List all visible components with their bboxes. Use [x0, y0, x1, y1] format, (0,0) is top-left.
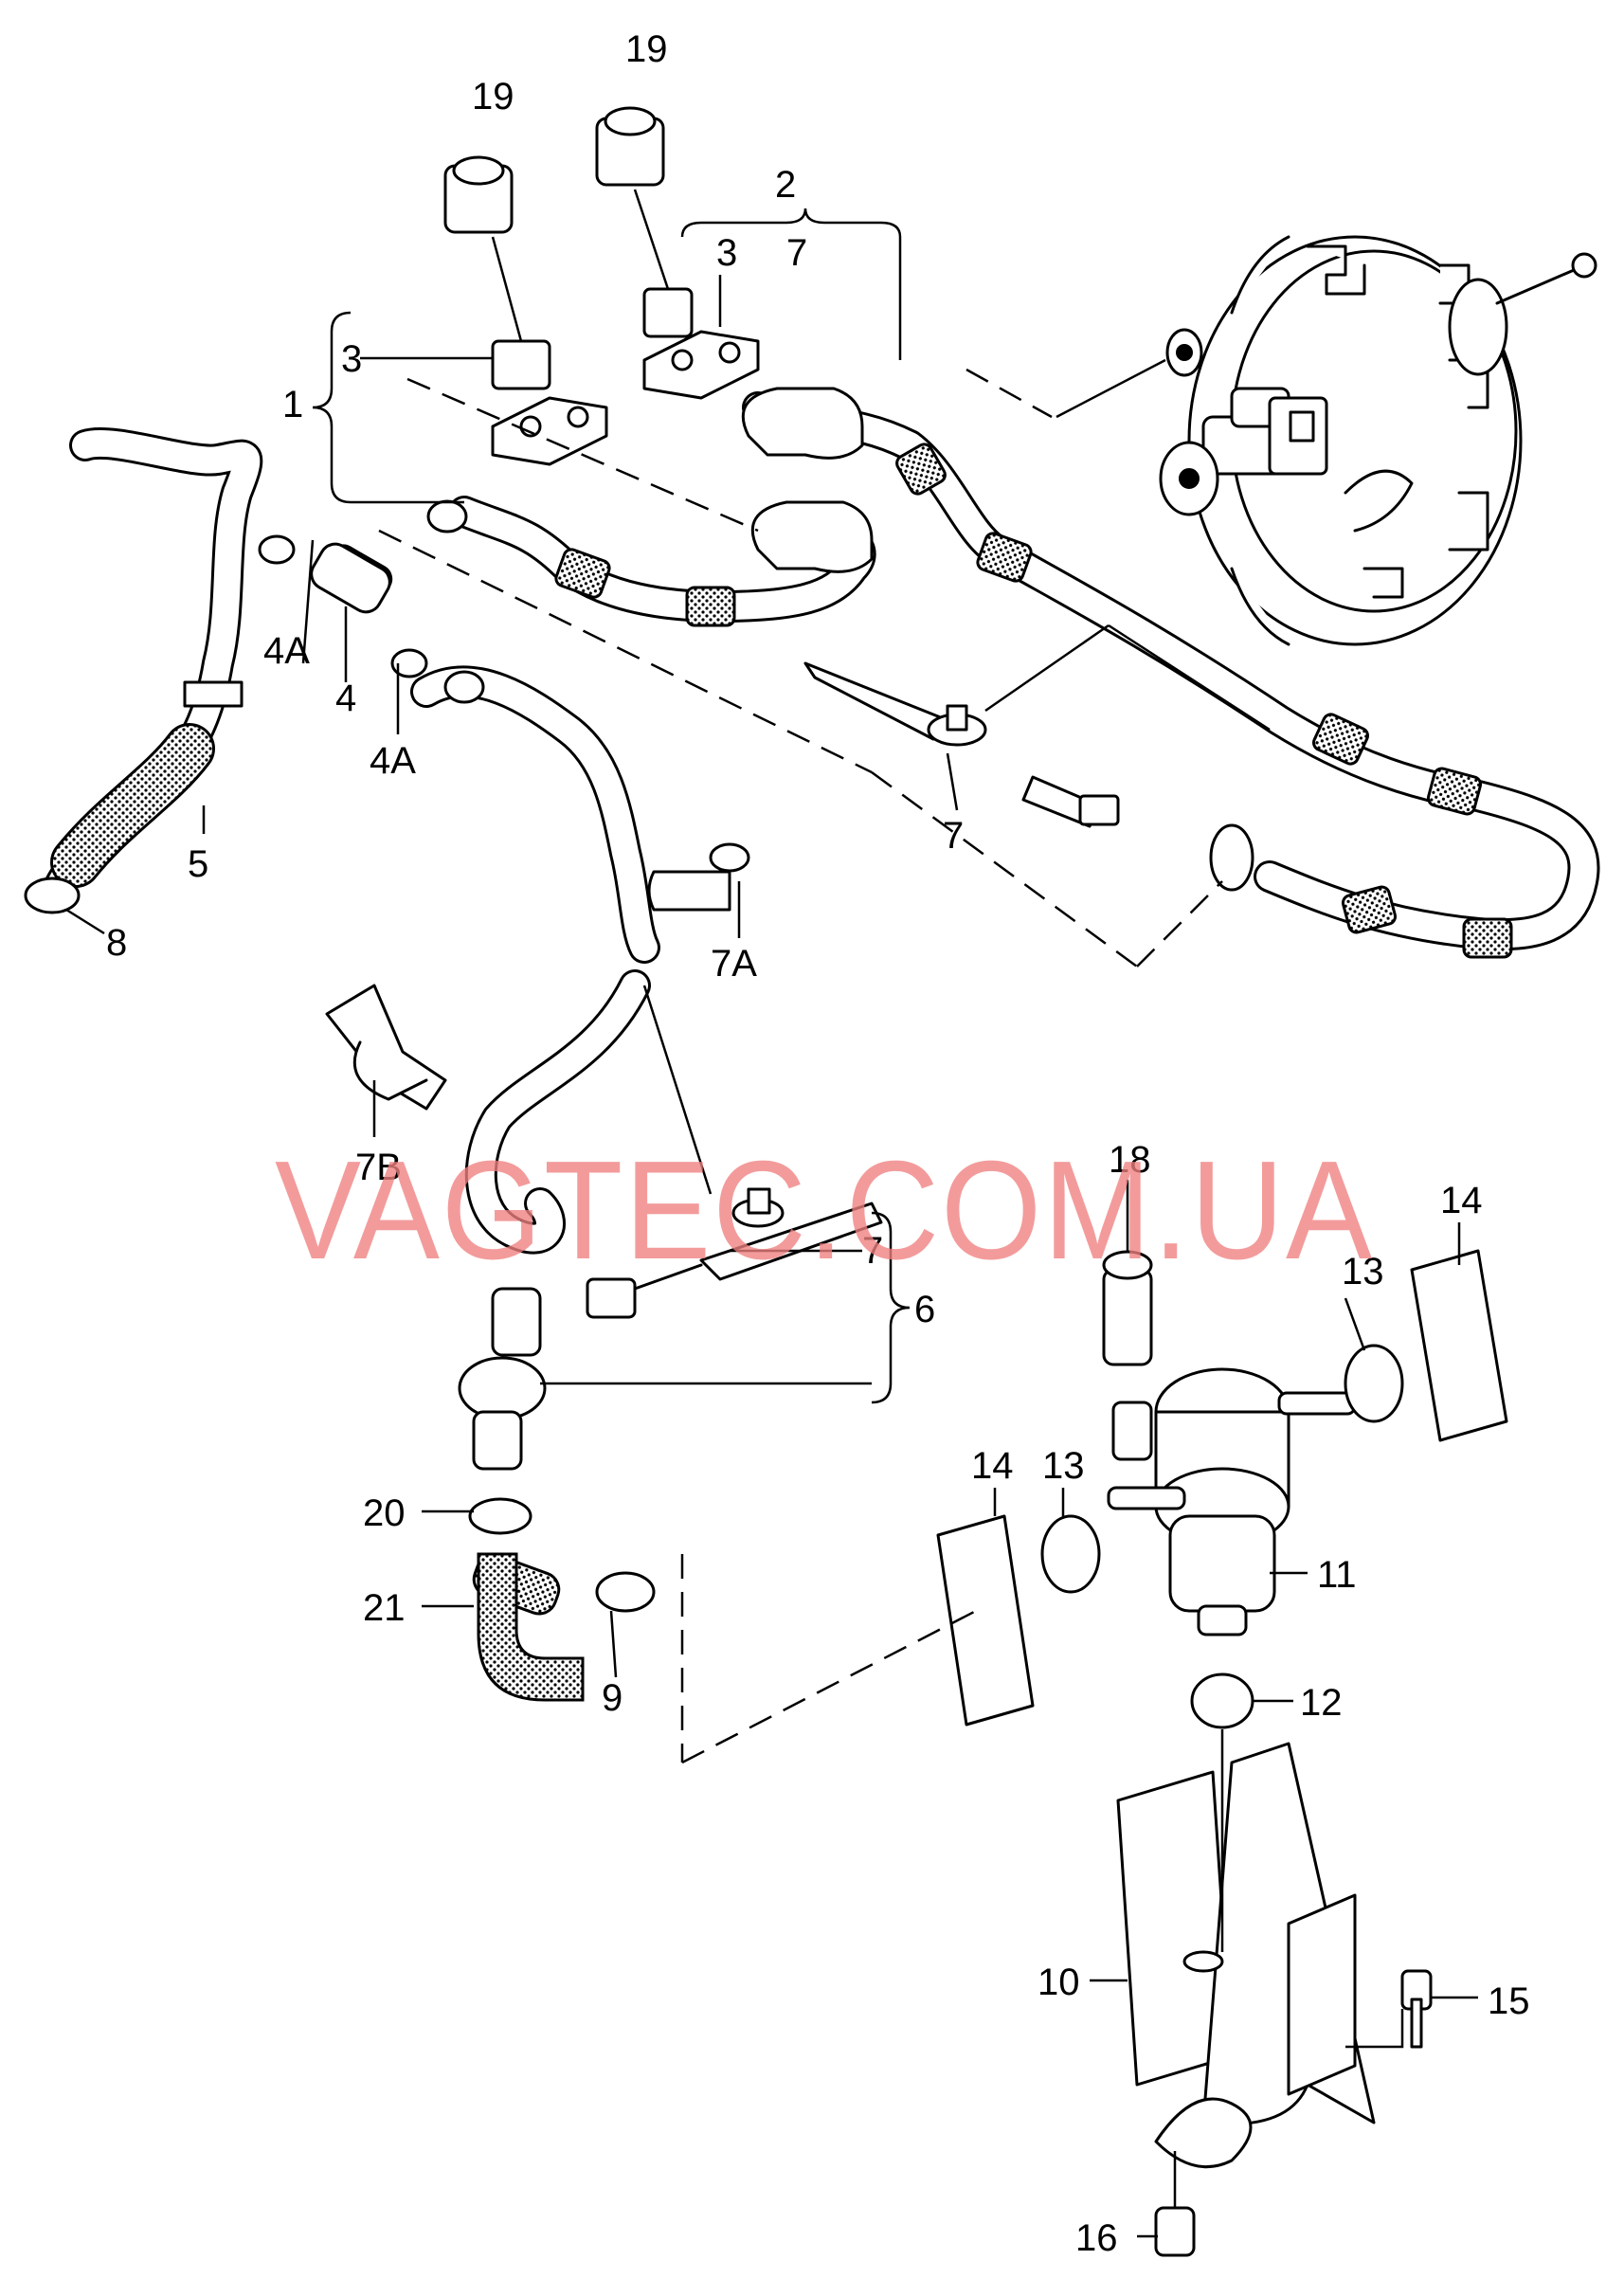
callout-13-left: 13: [1042, 1445, 1085, 1487]
callout-4a-bottom: 4A: [370, 740, 416, 782]
callout-16: 16: [1075, 2217, 1118, 2259]
dashed-routing-lines: [378, 368, 1223, 1764]
vacuum-pump-assembly: [936, 1249, 1508, 2257]
connectors: [24, 106, 1254, 1613]
vacuum-hoses: [41, 391, 1600, 1702]
callout-2: 2: [775, 164, 796, 206]
callout-7-mid: 7: [943, 815, 964, 857]
callout-9: 9: [602, 1677, 623, 1719]
brake-booster: [1159, 235, 1597, 646]
callout-7b: 7B: [355, 1147, 402, 1188]
callout-7a: 7A: [711, 943, 757, 985]
callout-20: 20: [363, 1492, 406, 1534]
callout-3-left: 3: [341, 338, 362, 380]
callout-11: 11: [1317, 1554, 1357, 1596]
callout-19-right: 19: [625, 28, 668, 70]
callout-21: 21: [363, 1587, 406, 1629]
callout-1: 1: [282, 384, 303, 425]
callout-14-right: 14: [1440, 1180, 1483, 1221]
callout-7-right: 7: [862, 1230, 883, 1272]
callout-18: 18: [1109, 1139, 1151, 1181]
callout-5: 5: [188, 843, 208, 885]
callout-8: 8: [106, 922, 127, 964]
callout-4: 4: [335, 678, 356, 719]
callout-19-left: 19: [472, 76, 514, 118]
callout-labels: 1 2 3 3 7 19 19 4A 4 4A 5 8 7 7A 7B 7 6 …: [106, 28, 1530, 2259]
callout-10: 10: [1038, 1962, 1080, 2003]
callout-6: 6: [914, 1289, 935, 1330]
callout-4a-top: 4A: [263, 630, 310, 672]
callout-13-right: 13: [1342, 1251, 1384, 1293]
watermark-text: VAGTEC.COM.UA: [275, 1132, 1374, 1289]
callout-3-right: 3: [716, 232, 737, 274]
callout-12: 12: [1300, 1682, 1343, 1724]
callout-7-top: 7: [786, 232, 807, 274]
leader-lines: [65, 208, 1478, 2238]
callout-15: 15: [1488, 1980, 1530, 2022]
callout-14-left: 14: [971, 1445, 1014, 1487]
